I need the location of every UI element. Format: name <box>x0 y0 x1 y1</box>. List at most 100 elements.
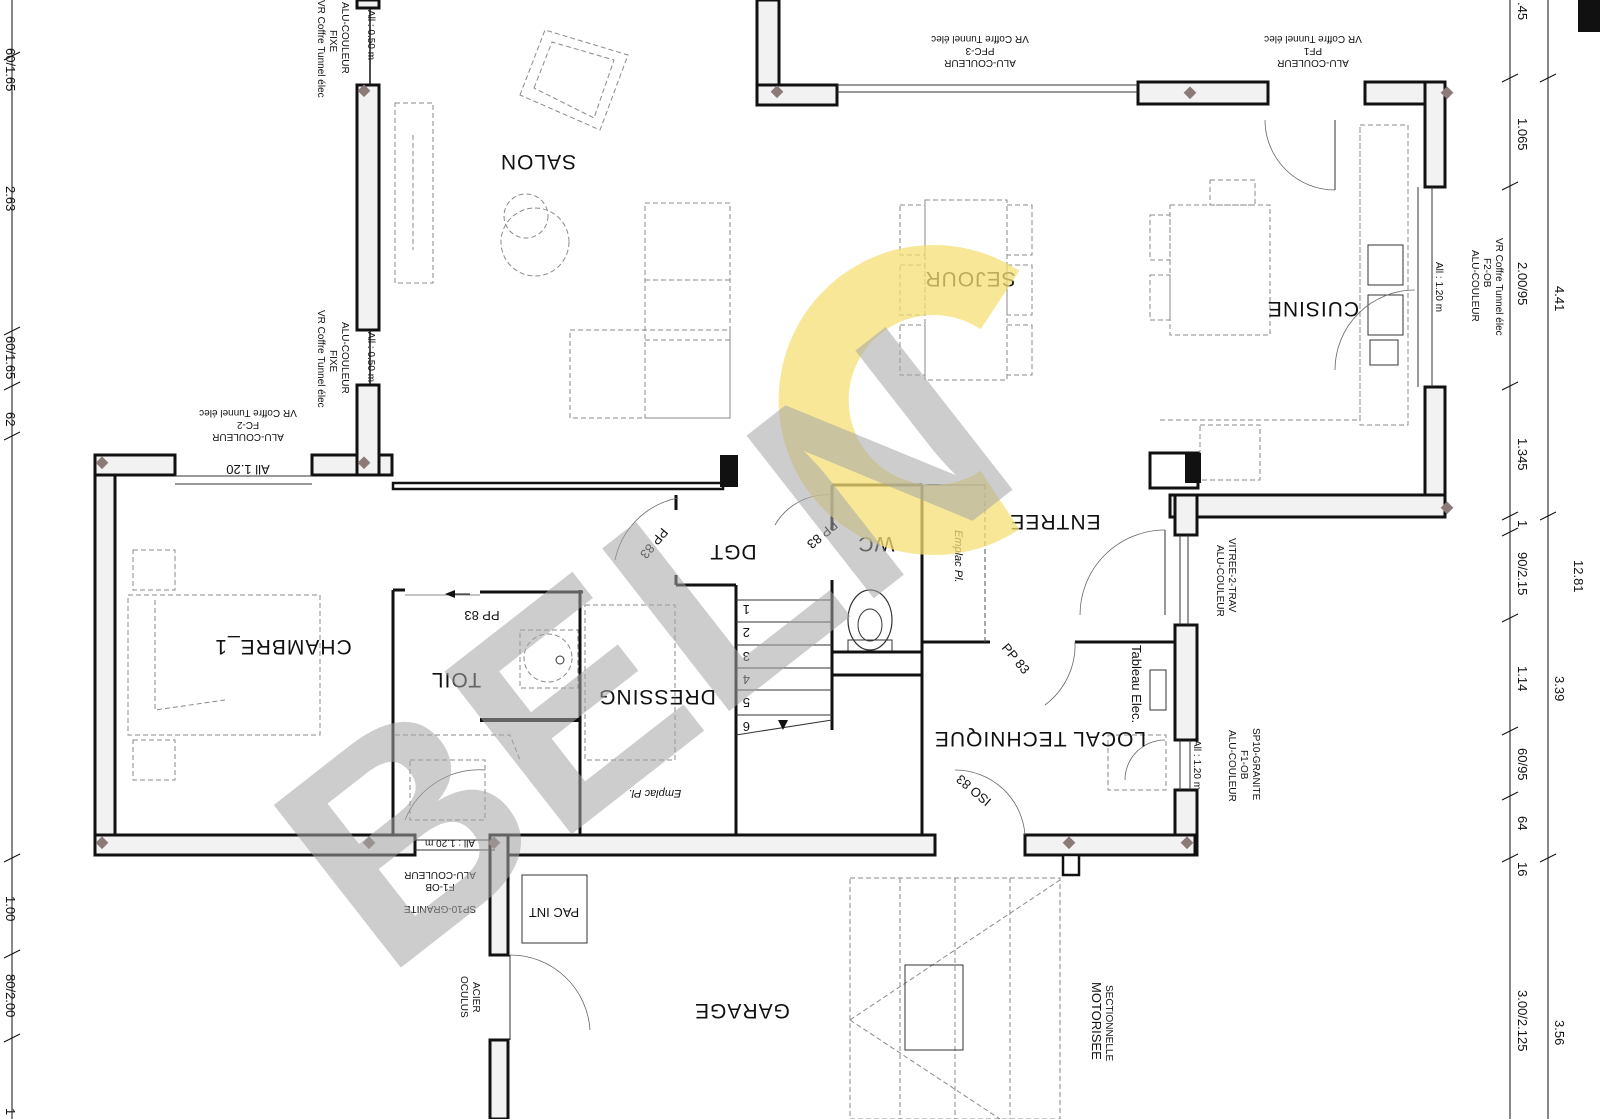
svg-text:ALU-COULEUR: ALU-COULEUR <box>339 322 350 394</box>
svg-text:ALU-COULEUR: ALU-COULEUR <box>1214 545 1225 617</box>
window-pfc3: VR Coffre Tunnel élec PFC-3 ALU-COULEUR <box>931 33 1029 68</box>
dim-right-4: 1.345 <box>1515 438 1530 471</box>
room-dressing: DRESSING <box>598 685 716 708</box>
svg-text:FIXE: FIXE <box>327 30 338 53</box>
stair-step-6: 6 <box>743 719 750 734</box>
svg-text:VR Coffre Tunnel élec: VR Coffre Tunnel élec <box>199 407 297 418</box>
dim-left-3: 60/1.65 <box>3 336 18 379</box>
dim-left-6: 80/2.00 <box>3 974 18 1017</box>
tableau-elec: Tableau Elec. <box>1129 645 1144 723</box>
stair-step-5: 5 <box>743 695 750 710</box>
allege-salon-mid: All : 0.50 m <box>365 332 376 382</box>
svg-text:F1-OB: F1-OB <box>425 881 455 892</box>
stair-step-2: 2 <box>743 625 750 640</box>
svg-text:ALU-COULEUR: ALU-COULEUR <box>339 2 350 74</box>
door-label-iso83: ISO 83 <box>953 772 994 810</box>
dim-right-10: 16 <box>1515 862 1530 876</box>
svg-text:VR Coffre Tunnel élec: VR Coffre Tunnel élec <box>1493 238 1504 336</box>
svg-text:VR Coffre Tunnel élec: VR Coffre Tunnel élec <box>315 0 326 98</box>
svg-text:ALU-COULEUR: ALU-COULEUR <box>1469 250 1480 322</box>
svg-text:F2-OB: F2-OB <box>1481 258 1492 288</box>
allege-salon-top: All : 0.50 m <box>365 10 376 60</box>
svg-text:ALU-COULEUR: ALU-COULEUR <box>404 869 476 880</box>
dim-overall: 12.81 <box>1571 560 1586 593</box>
walls <box>93 0 1447 1119</box>
room-dgt: DGT <box>709 540 756 563</box>
window-salon-mid: ALU-COULEUR FIXE VR Coffre Tunnel élec A… <box>315 310 376 408</box>
dim-right-total-1: 4.41 <box>1552 286 1567 311</box>
svg-text:FC-2: FC-2 <box>236 419 259 430</box>
stair-step-1: 1 <box>743 602 750 617</box>
svg-text:ALU-COULEUR: ALU-COULEUR <box>212 431 284 442</box>
dim-left-4: 62 <box>3 412 18 426</box>
dim-right-9: 64 <box>1515 816 1530 830</box>
dimension-line-left <box>3 0 21 1119</box>
dimension-line-right <box>1501 0 1600 1119</box>
dim-left-5: 1.00 <box>3 896 18 921</box>
room-cuisine: CUISINE <box>1267 297 1359 320</box>
dim-right-3: 2.00/95 <box>1515 262 1530 305</box>
svg-text:VITREE-2-TRAV: VITREE-2-TRAV <box>1226 538 1237 613</box>
left-dimension-labels: 60/1.65 2.63 60/1.65 62 1.00 80/2.00 1 <box>3 48 18 1115</box>
window-vitree: VITREE-2-TRAV ALU-COULEUR <box>1214 538 1237 617</box>
room-toil: TOIL <box>431 668 481 691</box>
svg-text:ALU-COULEUR: ALU-COULEUR <box>1277 57 1349 68</box>
room-pac-int: PAC INT <box>529 905 579 920</box>
svg-text:PF1: PF1 <box>1303 45 1322 56</box>
svg-text:F1-OB: F1-OB <box>1238 750 1249 780</box>
window-fc2: VR Coffre Tunnel élec FC-2 ALU-COULEUR A… <box>199 407 297 477</box>
window-pf1: VR Coffre Tunnel élec PF1 ALU-COULEUR <box>1264 33 1362 68</box>
room-entree: ENTREE <box>1009 510 1100 533</box>
room-labels: SALON SEJOUR CUISINE ENTREE DGT WC CHAMB… <box>214 150 1359 1022</box>
svg-text:VR Coffre Tunnel élec: VR Coffre Tunnel élec <box>1264 33 1362 44</box>
dim-right-7: 1.14 <box>1515 666 1530 691</box>
window-f2ob: VR Coffre Tunnel élec F2-OB ALU-COULEUR … <box>1433 238 1504 336</box>
stair-step-4: 4 <box>743 672 750 687</box>
window-f1ob-right: SP10-GRANITE F1-OB ALU-COULEUR All : 1.2… <box>1191 728 1261 802</box>
window-salon-top: ALU-COULEUR FIXE VR Coffre Tunnel élec A… <box>315 0 376 98</box>
dim-right-total-3: 3.56 <box>1552 1020 1567 1045</box>
door-acier: ACIER OCULUS <box>458 976 481 1018</box>
room-garage: GARAGE <box>694 999 790 1022</box>
svg-text:MOTORISEE: MOTORISEE <box>1089 982 1104 1060</box>
dim-right-1: .45 <box>1515 2 1530 20</box>
emplac-dressing: Emplac Pl. <box>629 787 682 799</box>
garage-door: SECTIONNELLE MOTORISEE <box>1089 982 1114 1061</box>
window-f1ob-left: ALU-COULEUR F1-OB SP10-GRANITE All : 1.2… <box>404 837 477 914</box>
allege-toil: All : 1.20 m <box>425 837 475 848</box>
svg-text:ALU-COULEUR: ALU-COULEUR <box>1226 730 1237 802</box>
svg-text:PFC-3: PFC-3 <box>965 45 994 56</box>
right-dimension-labels: .45 1.065 2.00/95 1.345 1 90/2.15 1.14 6… <box>1515 2 1586 1051</box>
dim-right-5: 1 <box>1515 520 1530 527</box>
svg-text:VR Coffre Tunnel élec: VR Coffre Tunnel élec <box>931 33 1029 44</box>
allege-cuisine: All : 1.20 m <box>1433 262 1444 312</box>
dim-right-8: 60/95 <box>1515 748 1530 781</box>
room-chambre: CHAMBRE_1 <box>214 635 351 658</box>
window-openings <box>175 84 1433 851</box>
staircase: 1 2 3 4 5 6 <box>735 599 833 736</box>
door-label-pp83-toil: PP 83 <box>464 608 499 623</box>
svg-text:VR Coffre Tunnel élec: VR Coffre Tunnel élec <box>315 310 326 408</box>
svg-text:ALU-COULEUR: ALU-COULEUR <box>944 57 1016 68</box>
window-annotations: VR Coffre Tunnel élec PFC-3 ALU-COULEUR … <box>199 0 1504 1061</box>
svg-text:SECTIONNELLE: SECTIONNELLE <box>1103 985 1114 1061</box>
allege-fc2: All 1.20 <box>226 462 269 477</box>
dim-right-total-2: 3.39 <box>1552 676 1567 701</box>
dim-right-2: 1.065 <box>1515 118 1530 151</box>
dim-left-1: 60/1.65 <box>3 48 18 91</box>
dim-right-6: 90/2.15 <box>1515 552 1530 595</box>
door-swings <box>404 119 1416 1040</box>
room-salon: SALON <box>500 150 576 173</box>
svg-text:SP10-GRANITE: SP10-GRANITE <box>404 903 477 914</box>
room-local-technique: LOCAL TECHNIQUE <box>934 727 1146 750</box>
dim-left-2: 2.63 <box>3 186 18 211</box>
svg-text:FIXE: FIXE <box>327 350 338 373</box>
dim-left-7: 1 <box>3 1108 18 1115</box>
svg-text:OCULUS: OCULUS <box>458 976 469 1018</box>
dim-right-11: 3.00/2.125 <box>1515 990 1530 1051</box>
svg-text:SP10-GRANITE: SP10-GRANITE <box>1250 728 1261 801</box>
furniture <box>127 29 1409 1119</box>
svg-text:ACIER: ACIER <box>470 982 481 1013</box>
stair-step-3: 3 <box>743 649 750 664</box>
